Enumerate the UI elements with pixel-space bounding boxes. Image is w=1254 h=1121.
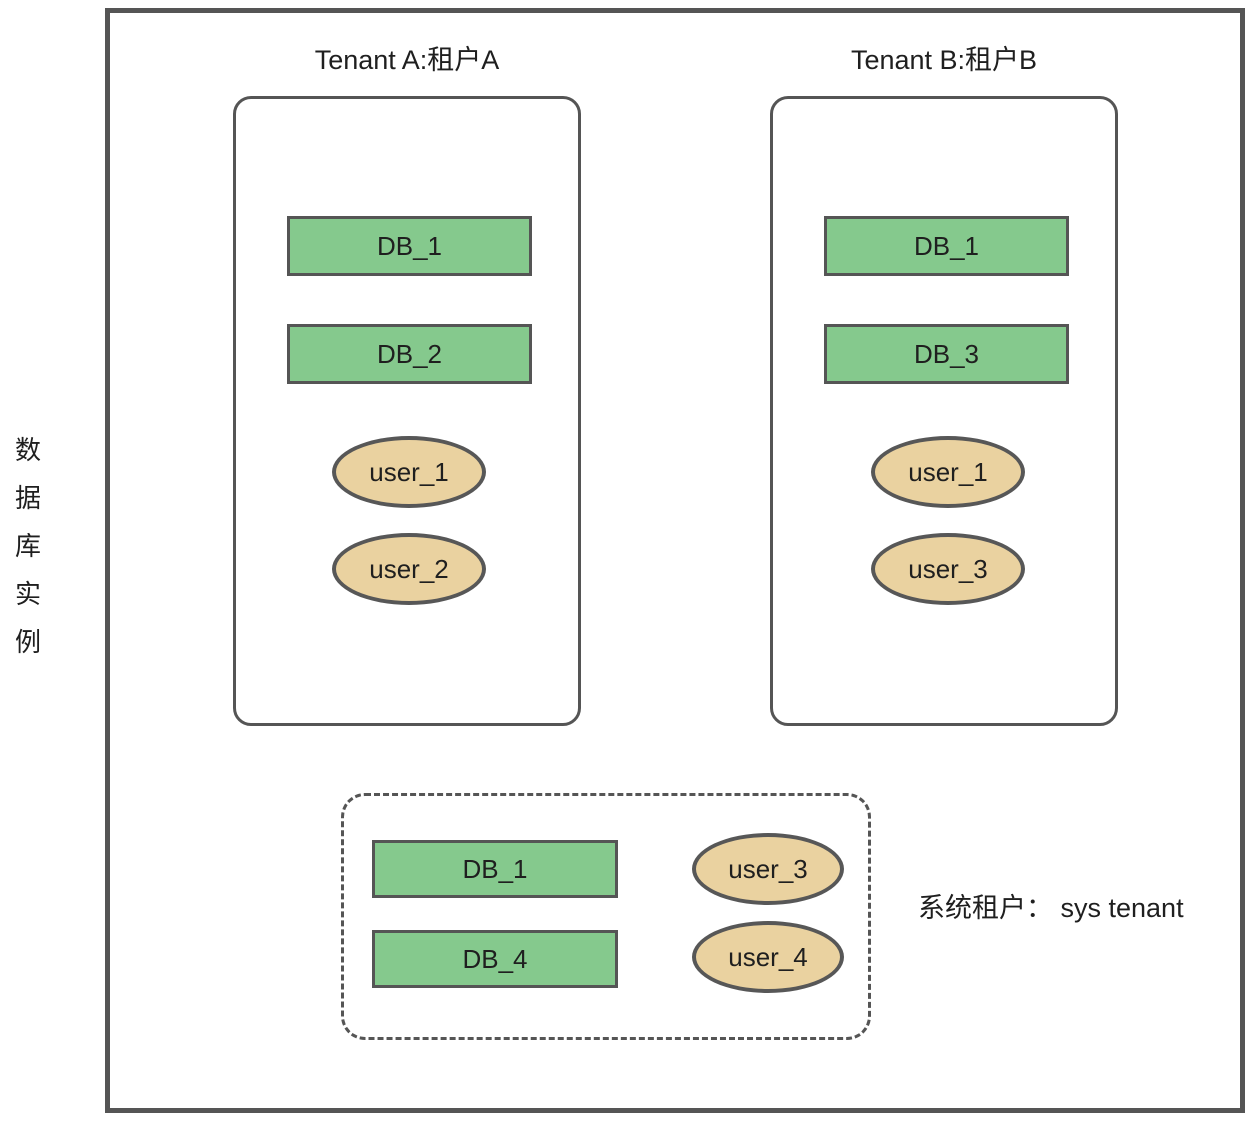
tenant-a-title: Tenant A:租户A xyxy=(314,45,500,75)
sys-tenant-box xyxy=(341,793,871,1040)
tenant-a-db-node: DB_1 xyxy=(287,216,532,276)
vertical-label-char: 实 xyxy=(14,579,41,609)
tenant-b-title: Tenant B:租户B xyxy=(850,45,1038,75)
tenant-b-user-node: user_1 xyxy=(871,436,1025,508)
tenant-a-user-node: user_1 xyxy=(332,436,486,508)
database-instance-vertical-label: 数 据 库 实 例 xyxy=(6,426,50,666)
sys-tenant-user-node: user_4 xyxy=(692,921,844,993)
tenant-a-db-node: DB_2 xyxy=(287,324,532,384)
tenant-a-box xyxy=(233,96,581,726)
tenant-a-user-node: user_2 xyxy=(332,533,486,605)
vertical-label-char: 库 xyxy=(14,531,41,561)
sys-tenant-db-node: DB_1 xyxy=(372,840,618,898)
vertical-label-char: 例 xyxy=(14,627,41,657)
tenant-b-db-node: DB_1 xyxy=(824,216,1069,276)
sys-tenant-user-node: user_3 xyxy=(692,833,844,905)
tenant-b-box xyxy=(770,96,1118,726)
vertical-label-char: 数 xyxy=(14,435,41,465)
sys-tenant-db-node: DB_4 xyxy=(372,930,618,988)
database-instance-box xyxy=(105,8,1245,1113)
tenant-b-db-node: DB_3 xyxy=(824,324,1069,384)
sys-tenant-label: 系统租户： sys tenant xyxy=(918,893,1184,923)
vertical-label-char: 据 xyxy=(14,483,41,513)
tenant-b-user-node: user_3 xyxy=(871,533,1025,605)
